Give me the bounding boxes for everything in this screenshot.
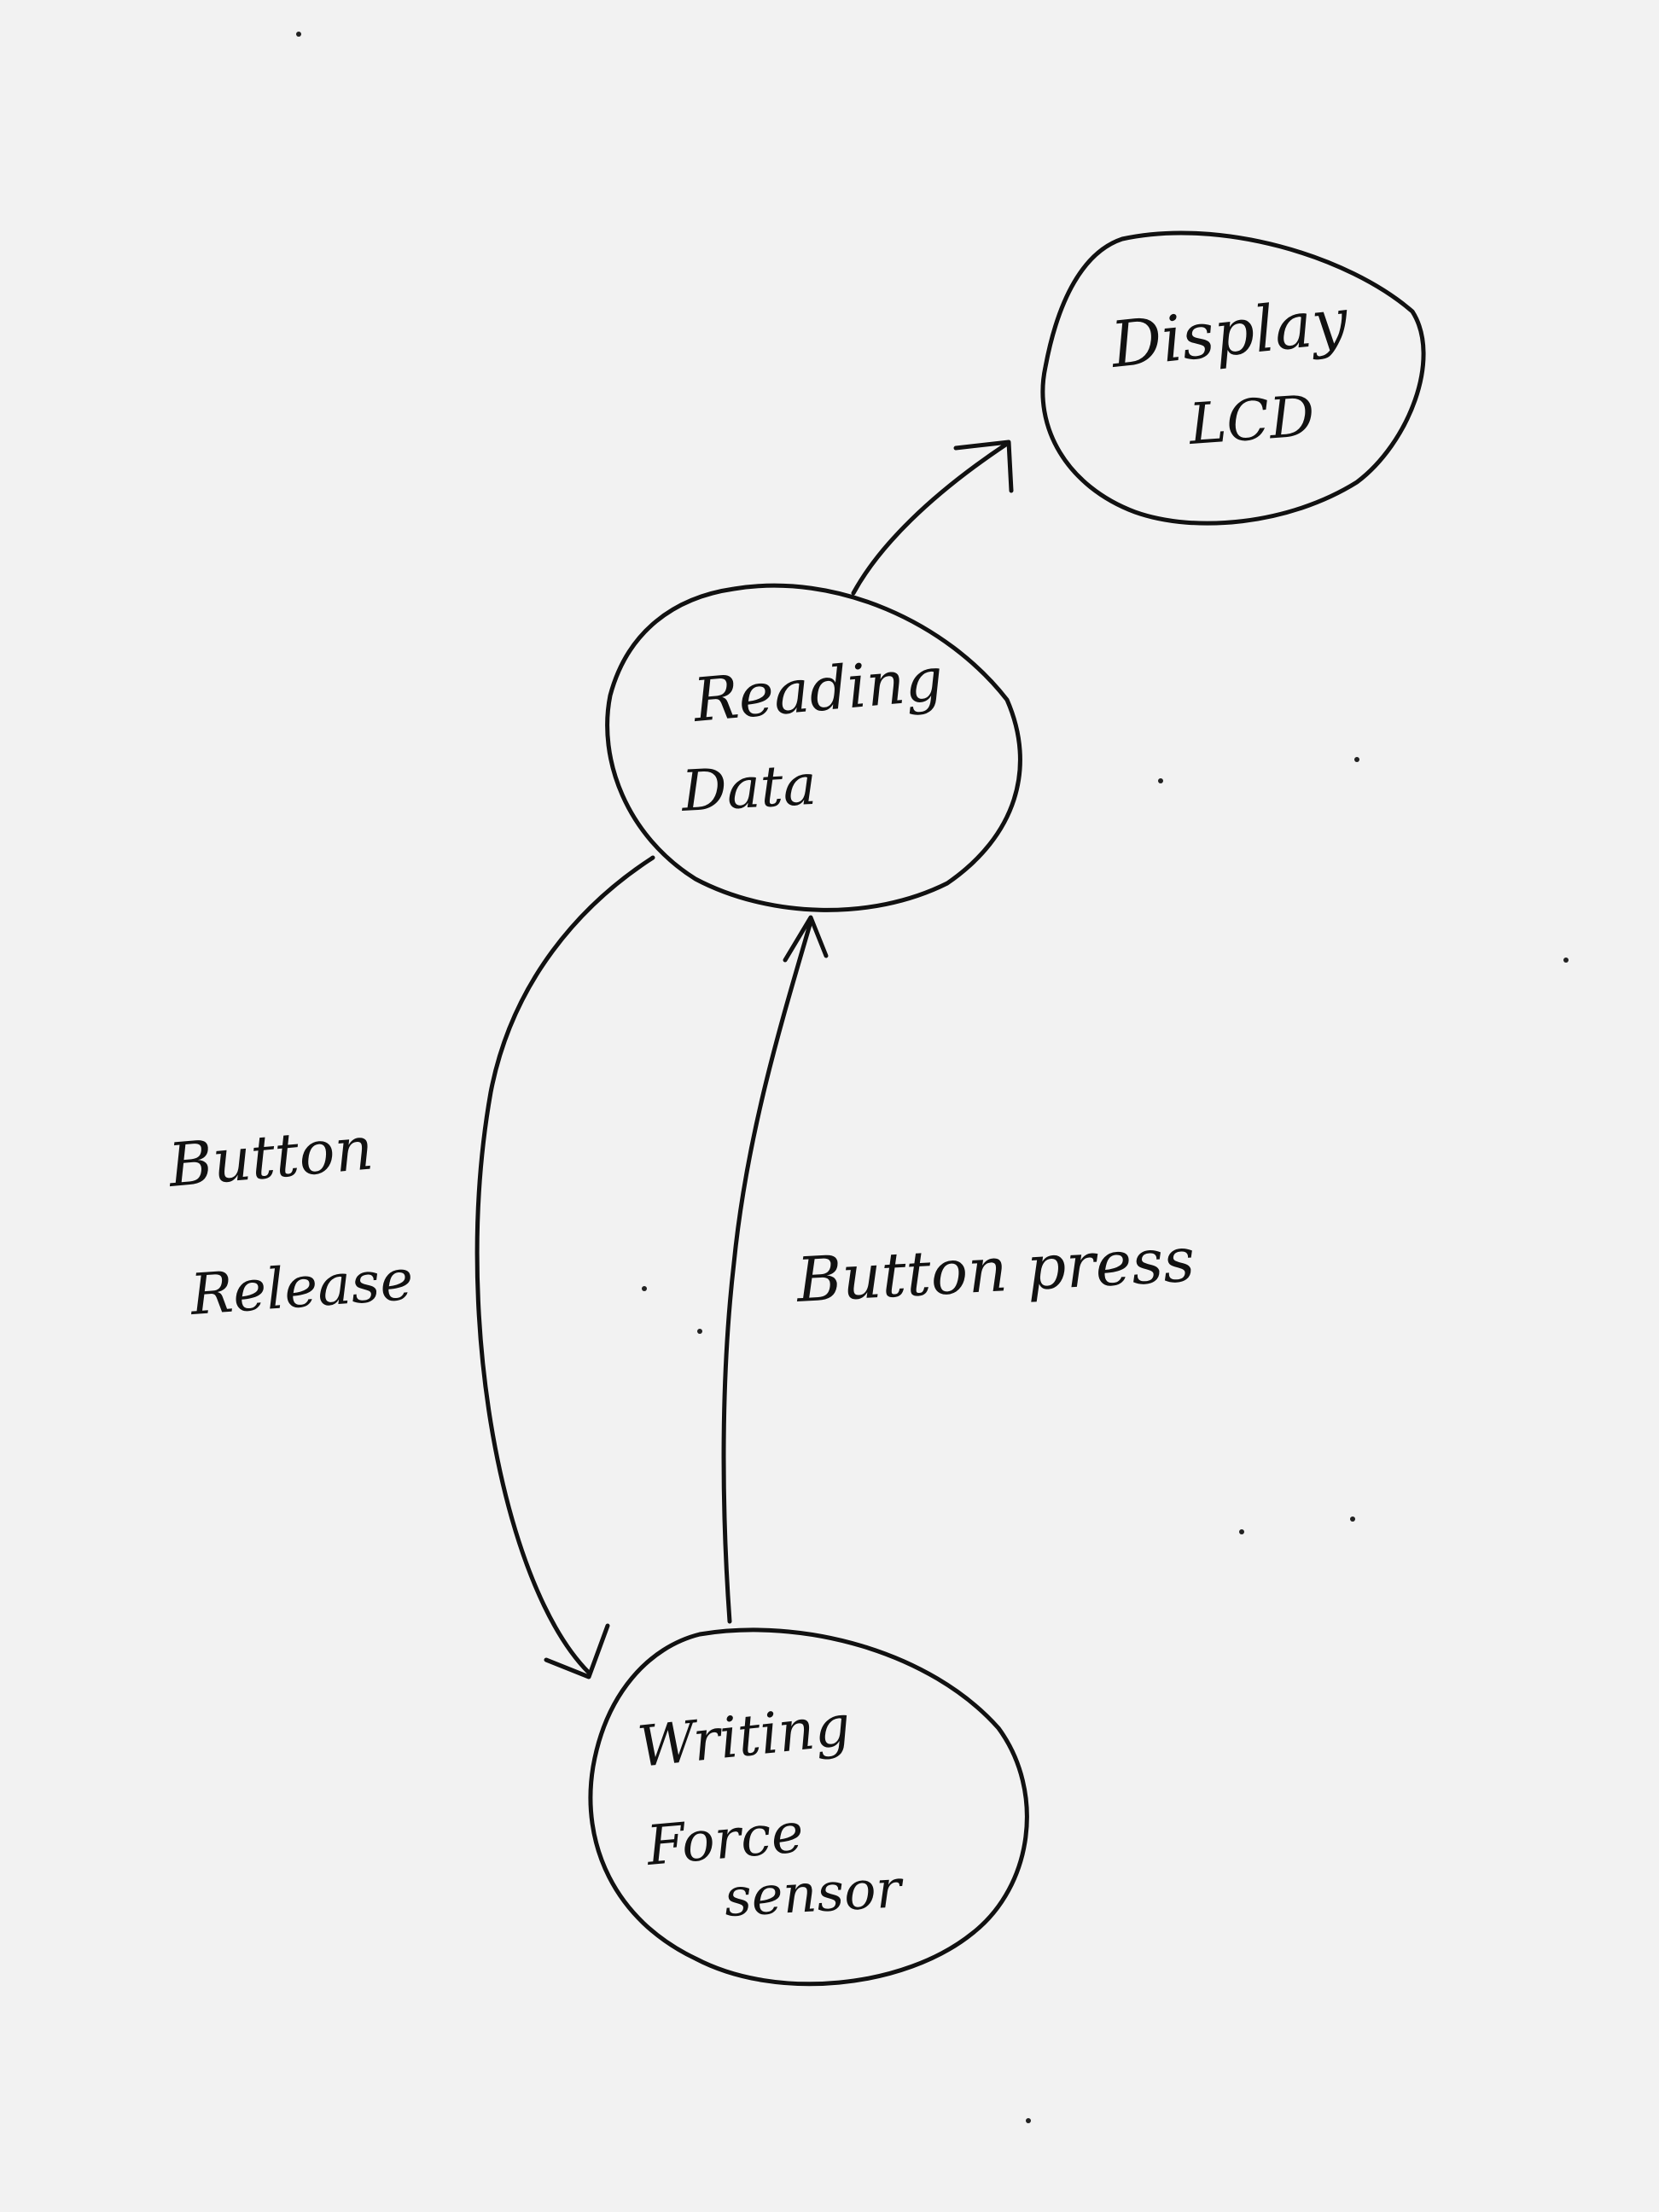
node-reading-data-outline (605, 583, 1022, 912)
node-display-lcd-line2: LCD (1186, 383, 1317, 457)
edge-button-press (721, 915, 829, 1624)
edge-reading-to-display-line (851, 441, 1010, 596)
edge-reading-to-display-arrowhead (953, 439, 1014, 493)
node-writing-force-sensor-outline (588, 1627, 1029, 1987)
node-writing-force-sensor-line3: sensor (723, 1857, 905, 1929)
node-writing-force-sensor-line2: Force (643, 1802, 806, 1878)
edge-button-press-line (721, 919, 813, 1624)
node-reading-data-line2: Data (679, 752, 818, 824)
edge-label-button-release-line2: Release (188, 1247, 416, 1328)
edge-button-release-arrowhead (544, 1623, 610, 1679)
paper-specks (296, 32, 1569, 2123)
edge-label-button-release: Button Release (164, 1113, 415, 1328)
edge-reading-to-display (851, 439, 1014, 596)
edge-button-press-arrowhead (783, 915, 829, 963)
node-display-lcd-outline (1040, 230, 1426, 526)
edge-button-release (474, 855, 655, 1679)
edge-button-release-line (474, 855, 655, 1675)
